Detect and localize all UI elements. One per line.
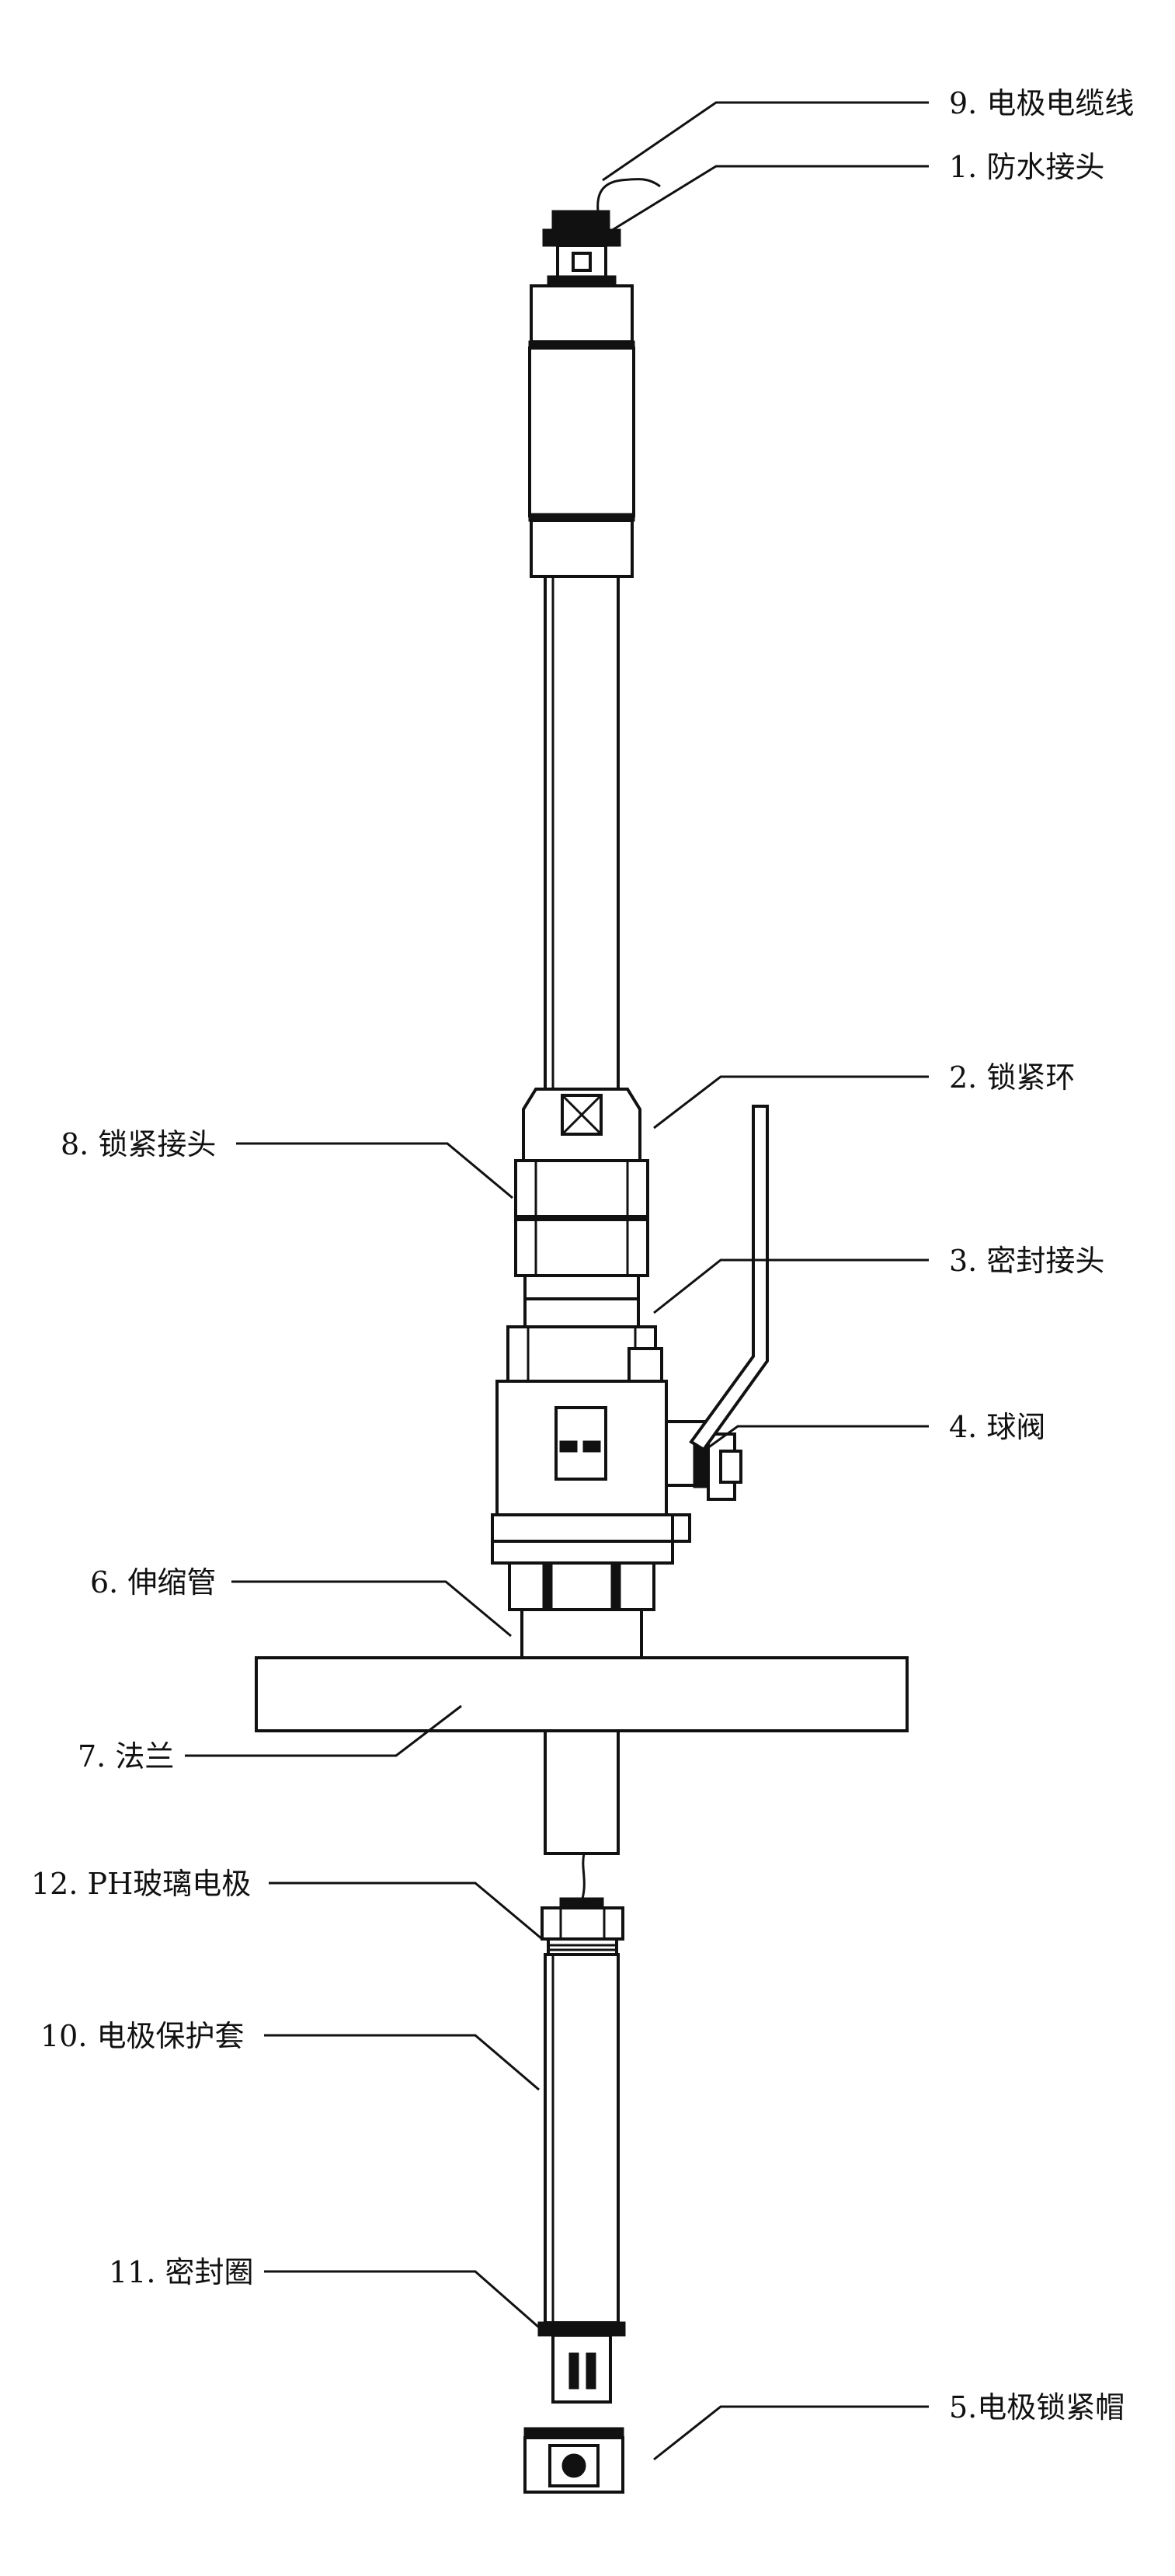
leader-cable <box>602 101 929 182</box>
upper-housing <box>528 284 635 578</box>
label-seal-connector: 3. 密封接头 <box>949 1244 1104 1278</box>
label-telescopic-tube: 6. 伸缩管 <box>90 1565 216 1600</box>
label-seal-ring: 11. 密封圈 <box>109 2255 254 2289</box>
leader-seal-connector <box>653 1258 929 1314</box>
label-ball-valve: 4. 球阀 <box>949 1410 1045 1444</box>
leader-lock-connector <box>236 1142 513 1199</box>
seal-connector <box>506 1274 663 1394</box>
leader-waterproof-connector <box>607 165 929 235</box>
valve-handle <box>689 1105 769 1452</box>
leader-seal-ring <box>264 2270 540 2329</box>
leader-flange <box>185 1704 462 1757</box>
label-electrode-sleeve: 10. 电极保护套 <box>40 2019 245 2053</box>
lock-ring <box>522 1088 641 1162</box>
electrode-tip <box>551 2334 612 2404</box>
main-tube <box>544 575 620 1091</box>
ball-valve <box>491 1105 769 1565</box>
electrode-cable <box>596 177 661 212</box>
leader-telescopic-tube <box>231 1580 512 1638</box>
ph-glass-electrode <box>541 1897 624 1956</box>
electrode-protective-sleeve <box>544 1953 620 2324</box>
electrode-lock-cap <box>523 2427 624 2494</box>
label-lock-ring: 2. 锁紧环 <box>949 1060 1075 1095</box>
leader-lock-cap <box>653 2405 929 2461</box>
seal-ring <box>537 2321 626 2337</box>
leader-ph-electrode <box>269 1882 543 1941</box>
label-cable: 9. 电极电缆线 <box>949 86 1134 120</box>
label-waterproof-connector: 1. 防水接头 <box>949 150 1104 184</box>
waterproof-connector <box>542 210 621 287</box>
flange <box>255 1656 909 1732</box>
label-lock-connector: 8. 锁紧接头 <box>61 1127 216 1161</box>
leader-ball-valve <box>698 1425 929 1456</box>
telescopic-tube <box>508 1561 655 1659</box>
leader-electrode-sleeve <box>264 2034 540 2091</box>
label-flange: 7. 法兰 <box>78 1739 174 1774</box>
lock-connector <box>514 1159 649 1277</box>
lower-tube <box>544 1729 620 1899</box>
label-lock-cap: 5.电极锁紧帽 <box>949 2390 1125 2425</box>
leader-lock-ring <box>653 1075 929 1130</box>
label-ph-electrode: 12. PH玻璃电极 <box>31 1867 251 1901</box>
